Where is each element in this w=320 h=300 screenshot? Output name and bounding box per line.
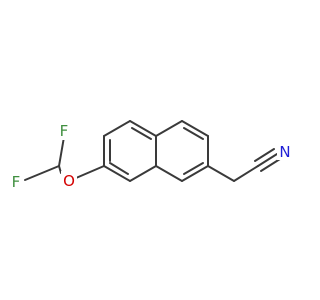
- bond-ring-ch2: [207, 165, 235, 182]
- bond-right-ring-1: [155, 120, 183, 137]
- bond-o-ring: [75, 165, 105, 179]
- atom-label-bg: [61, 171, 77, 189]
- bond-left-ring-6-inner: [109, 162, 129, 175]
- atom-label-bg: [9, 173, 23, 191]
- bond-lines: [24, 120, 281, 182]
- bond-chf-f-left: [24, 165, 60, 181]
- bond-right-ring-5: [155, 165, 183, 182]
- bond-left-ring-5: [129, 165, 157, 182]
- bond-chf-o: [58, 165, 62, 174]
- bond-cn-triple-1: [257, 153, 278, 167]
- fluorine-atom-label: F: [60, 122, 69, 140]
- bond-left-ring-6: [103, 165, 131, 182]
- bond-cn-triple-3: [260, 158, 281, 172]
- bond-right-ring-4: [181, 165, 209, 182]
- fluorine-atom-label: F: [12, 173, 21, 191]
- bond-right-ring-2: [181, 120, 209, 137]
- bond-chf-f-top: [58, 136, 65, 167]
- bond-left-ring-2: [103, 120, 131, 137]
- bond-right-ring-4-inner: [183, 162, 204, 175]
- molecule-structure-diagram: F F O N: [9, 120, 293, 191]
- oxygen-atom-label: O: [63, 172, 75, 190]
- bond-cn-triple-2: [254, 148, 275, 162]
- bond-ch2-cn: [233, 165, 259, 182]
- atom-labels: F F O N: [9, 122, 293, 191]
- bond-left-ring-3: [129, 120, 157, 137]
- atom-label-bg: [277, 142, 293, 160]
- bond-right-ring-2-inner: [183, 127, 204, 140]
- bond-left-ring-3-inner: [131, 127, 152, 140]
- nitrogen-atom-label: N: [279, 143, 290, 161]
- atom-label-bg: [57, 122, 71, 140]
